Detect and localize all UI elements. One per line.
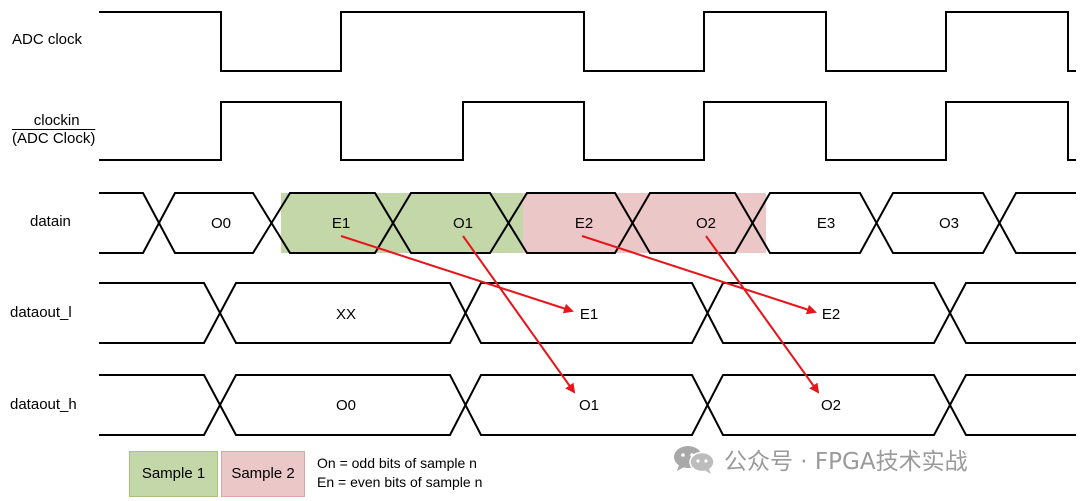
dataout-h-value-1: O1 bbox=[579, 397, 599, 414]
signal-label-dataout-l: dataout_l bbox=[10, 304, 72, 321]
signal-label-clockin-bottom: (ADC Clock) bbox=[12, 130, 96, 147]
signal-label-clockin: clockin (ADC Clock) bbox=[12, 112, 95, 148]
legend-sample-1: Sample 1 bbox=[129, 451, 218, 497]
datain-value-0: O0 bbox=[211, 215, 231, 232]
clockin-waveform bbox=[99, 101, 1076, 161]
signal-label-dataout-h: dataout_h bbox=[10, 396, 77, 413]
datain-value-4: O2 bbox=[696, 215, 716, 232]
datain-value-3: E2 bbox=[575, 215, 593, 232]
dataout-h-value-0: O0 bbox=[336, 397, 356, 414]
signal-label-datain: datain bbox=[30, 213, 71, 230]
datain-value-2: O1 bbox=[453, 215, 473, 232]
arrow-o2-to-dataout-h bbox=[705, 235, 820, 394]
watermark-text: 公众号 · FPGA技术实战 bbox=[724, 449, 968, 475]
adc-clock-waveform bbox=[99, 11, 1076, 72]
wechat-icon bbox=[674, 446, 715, 474]
dataout-l-value-1: E1 bbox=[580, 306, 598, 323]
dataout-l-value-0: XX bbox=[336, 306, 356, 323]
arrow-o1-to-dataout-h bbox=[462, 235, 576, 394]
dataout-l-value-2: E2 bbox=[822, 306, 840, 323]
datain-value-1: E1 bbox=[332, 215, 350, 232]
dataout-h-bus bbox=[99, 374, 1076, 436]
watermark: 公众号 · FPGA技术实战 bbox=[672, 441, 968, 477]
datain-value-5: E3 bbox=[817, 215, 835, 232]
legend-note-even: En = even bits of sample n bbox=[317, 474, 483, 490]
datain-value-6: O3 bbox=[939, 215, 959, 232]
legend-sample-2: Sample 2 bbox=[221, 451, 305, 497]
arrow-e2-to-dataout-l bbox=[581, 235, 817, 315]
sample1-highlight bbox=[281, 193, 523, 253]
datain-bus bbox=[99, 192, 1076, 254]
dataout-l-bus bbox=[99, 282, 1076, 344]
signal-label-clockin-top: clockin bbox=[33, 112, 80, 129]
signal-label-adc-clock: ADC clock bbox=[12, 31, 83, 48]
legend-note-odd: On = odd bits of sample n bbox=[317, 455, 477, 471]
dataout-h-value-2: O2 bbox=[821, 397, 841, 414]
arrow-e1-to-dataout-l bbox=[340, 235, 574, 314]
